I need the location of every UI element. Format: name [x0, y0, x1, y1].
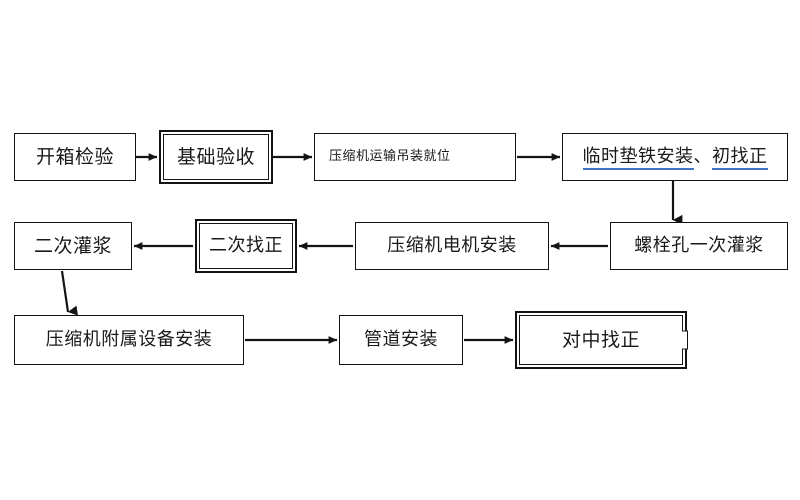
- node-压缩机电机安装[interactable]: 压缩机电机安装: [355, 222, 549, 270]
- node-label-separator: 、: [693, 146, 712, 168]
- node-label: 压缩机运输吊装就位: [329, 148, 451, 164]
- edge-n8-n9: [60, 270, 79, 316]
- node-label: 压缩机附属设备安装: [45, 329, 213, 351]
- node-临时垫铁安装-初找正[interactable]: 临时垫铁安装、初找正: [562, 133, 788, 181]
- node-inner-frame: 基础验收: [163, 134, 269, 180]
- node-压缩机运输吊装就位[interactable]: 压缩机运输吊装就位: [314, 133, 516, 181]
- node-label: 开箱检验: [35, 145, 114, 168]
- node-label: 管道安装: [364, 329, 438, 351]
- node-基础验收[interactable]: 基础验收: [159, 130, 273, 184]
- node-label: 对中找正: [561, 328, 640, 351]
- node-label: 压缩机电机安装: [387, 235, 517, 257]
- box-edge-notch-artifact: [682, 330, 688, 350]
- node-对中找正[interactable]: 对中找正: [515, 311, 688, 369]
- node-label-part1: 临时垫铁安装: [582, 146, 694, 171]
- node-二次找正[interactable]: 二次找正: [195, 219, 297, 273]
- node-螺栓孔一次灌浆[interactable]: 螺栓孔一次灌浆: [610, 222, 788, 270]
- node-label: 螺栓孔一次灌浆: [634, 235, 764, 257]
- node-label-composite: 临时垫铁安装、初找正: [582, 146, 768, 171]
- node-inner-frame: 对中找正: [519, 315, 683, 365]
- node-label: 二次灌浆: [33, 234, 112, 257]
- node-label-part2: 初找正: [712, 146, 768, 171]
- node-inner-frame: 二次找正: [199, 223, 293, 269]
- node-label: 基础验收: [176, 145, 255, 168]
- node-开箱检验[interactable]: 开箱检验: [14, 133, 136, 181]
- node-管道安装[interactable]: 管道安装: [339, 315, 463, 365]
- node-二次灌浆[interactable]: 二次灌浆: [14, 222, 132, 270]
- node-label: 二次找正: [209, 235, 283, 257]
- node-压缩机附属设备安装[interactable]: 压缩机附属设备安装: [14, 315, 244, 365]
